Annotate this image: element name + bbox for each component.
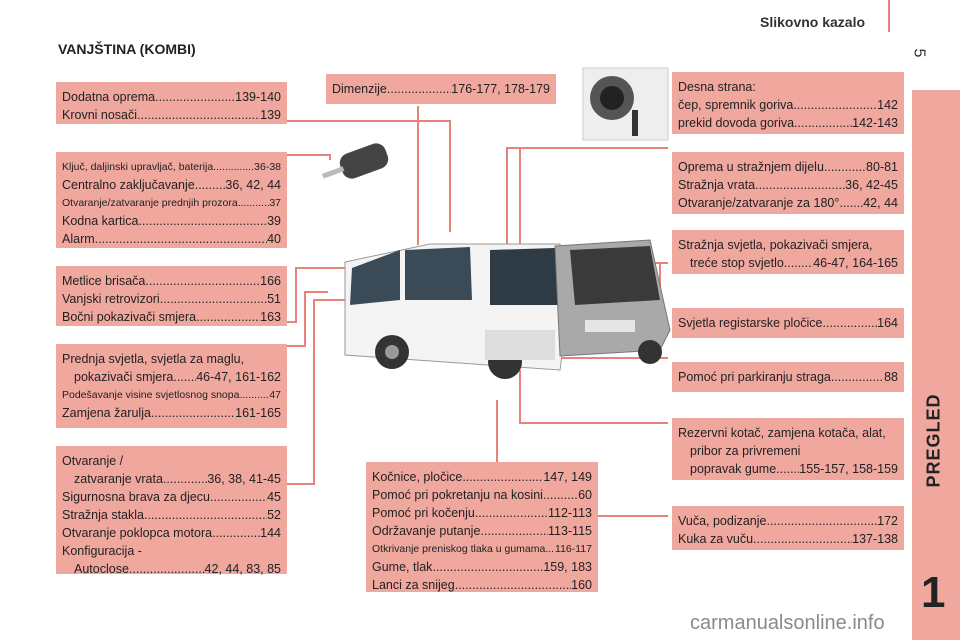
index-row: prekid dovoda goriva142-143 bbox=[678, 114, 898, 132]
index-row: treće stop svjetlo46-47, 164-165 bbox=[678, 254, 898, 272]
box-keys: Ključ, daljinski upravljač, baterija36-3… bbox=[56, 152, 287, 248]
index-row: Dodatna oprema139-140 bbox=[62, 88, 281, 106]
index-row: pokazivači smjera46-47, 161-162 bbox=[62, 368, 281, 386]
index-row: Vanjski retrovizori51 bbox=[62, 290, 281, 308]
index-row: Stražnja stakla52 bbox=[62, 506, 281, 524]
van-grey-illustration bbox=[554, 239, 671, 364]
index-row: Sigurnosna brava za djecu45 bbox=[62, 488, 281, 506]
index-row: Otvaranje / bbox=[62, 454, 124, 468]
box-spare-wheel: Rezervni kotač, zamjena kotača, alat, pr… bbox=[672, 418, 904, 480]
index-row: Otvaranje/zatvaranje prednjih prozora37 bbox=[62, 194, 281, 212]
index-row: Vuča, podizanje172 bbox=[678, 512, 898, 530]
index-row: Otvaranje/zatvaranje za 180°42, 44 bbox=[678, 194, 898, 212]
index-row: Krovni nosači139 bbox=[62, 106, 281, 124]
index-row: Pomoć pri kočenju112-113 bbox=[372, 504, 592, 522]
index-row: Metlice brisača166 bbox=[62, 272, 281, 290]
index-row: Podešavanje visine svjetlosnog snopa47 bbox=[62, 386, 281, 404]
box-rear-equipment: Oprema u stražnjem dijelu80-81 Stražnja … bbox=[672, 152, 904, 214]
box-dimensions: Dimenzije176-177, 178-179 bbox=[326, 74, 556, 104]
index-row: čep, spremnik goriva142 bbox=[678, 96, 898, 114]
index-row: Otvaranje poklopca motora144 bbox=[62, 524, 281, 542]
watermark: carmanualsonline.info bbox=[690, 612, 885, 634]
box-parking-aid: Pomoć pri parkiranju straga88 bbox=[672, 362, 904, 392]
fuel-cap-thumbnail bbox=[582, 67, 669, 141]
box-plate-lights: Svjetla registarske pločice164 bbox=[672, 308, 904, 338]
index-row: Oprema u stražnjem dijelu80-81 bbox=[678, 158, 898, 176]
index-row: Svjetla registarske pločice164 bbox=[678, 314, 898, 332]
header-title: Slikovno kazalo bbox=[760, 14, 866, 30]
box-wipers: Metlice brisača166 Vanjski retrovizori51… bbox=[56, 266, 287, 326]
index-row: Autoclose42, 44, 83, 85 bbox=[62, 560, 281, 578]
index-row: zatvaranje vrata36, 38, 41-45 bbox=[62, 470, 281, 488]
index-row: Bočni pokazivači smjera163 bbox=[62, 308, 281, 326]
index-row: Prednja svjetla, svjetla za maglu, bbox=[62, 352, 245, 366]
index-row: Pomoć pri pokretanju na kosini60 bbox=[372, 486, 592, 504]
box-accessories: Dodatna oprema139-140 Krovni nosači139 bbox=[56, 82, 287, 124]
index-row: Desna strana: bbox=[678, 80, 756, 94]
chapter-number: 1 bbox=[921, 568, 946, 617]
index-row: popravak gume155-157, 158-159 bbox=[678, 460, 898, 478]
index-row: Centralno zaključavanje36, 42, 44 bbox=[62, 176, 281, 194]
box-rear-lights: Stražnja svjetla, pokazivači smjera, tre… bbox=[672, 230, 904, 274]
index-row: Ključ, daljinski upravljač, baterija36-3… bbox=[62, 158, 281, 176]
index-row: Gume, tlak159, 183 bbox=[372, 558, 592, 576]
index-row: Održavanje putanje113-115 bbox=[372, 522, 592, 540]
box-brakes: Kočnice, pločice147, 149 Pomoć pri pokre… bbox=[366, 462, 598, 592]
index-row: Otkrivanje preniskog tlaka u gumama116-1… bbox=[372, 540, 592, 558]
index-row: Konfiguracija - bbox=[62, 544, 142, 558]
index-row: Alarm40 bbox=[62, 230, 281, 248]
index-row: Stražnja vrata36, 42-45 bbox=[678, 176, 898, 194]
index-row: pribor za privremeni bbox=[690, 444, 801, 458]
index-row: Lanci za snijeg160 bbox=[372, 576, 592, 594]
index-row: Kodna kartica39 bbox=[62, 212, 281, 230]
index-row: Zamjena žarulja161-165 bbox=[62, 404, 281, 422]
index-row: Pomoć pri parkiranju straga88 bbox=[678, 368, 898, 386]
index-row: Rezervni kotač, zamjena kotača, alat, bbox=[678, 426, 886, 440]
index-row: Stražnja svjetla, pokazivači smjera, bbox=[678, 238, 873, 252]
index-row: Kočnice, pločice147, 149 bbox=[372, 468, 592, 486]
box-fuel: Desna strana: čep, spremnik goriva142 pr… bbox=[672, 72, 904, 134]
box-towing: Vuča, podizanje172 Kuka za vuču137-138 bbox=[672, 506, 904, 550]
van-illustration bbox=[344, 243, 566, 379]
index-row: Kuka za vuču137-138 bbox=[678, 530, 898, 548]
key-fob-illustration bbox=[321, 143, 389, 179]
chapter-tab bbox=[912, 90, 960, 640]
header-divider bbox=[888, 0, 890, 32]
index-row: Dimenzije176-177, 178-179 bbox=[332, 80, 550, 98]
box-headlights: Prednja svjetla, svjetla za maglu, pokaz… bbox=[56, 344, 287, 428]
section-title: VANJŠTINA (KOMBI) bbox=[58, 41, 196, 57]
box-doors: Otvaranje / zatvaranje vrata36, 38, 41-4… bbox=[56, 446, 287, 576]
